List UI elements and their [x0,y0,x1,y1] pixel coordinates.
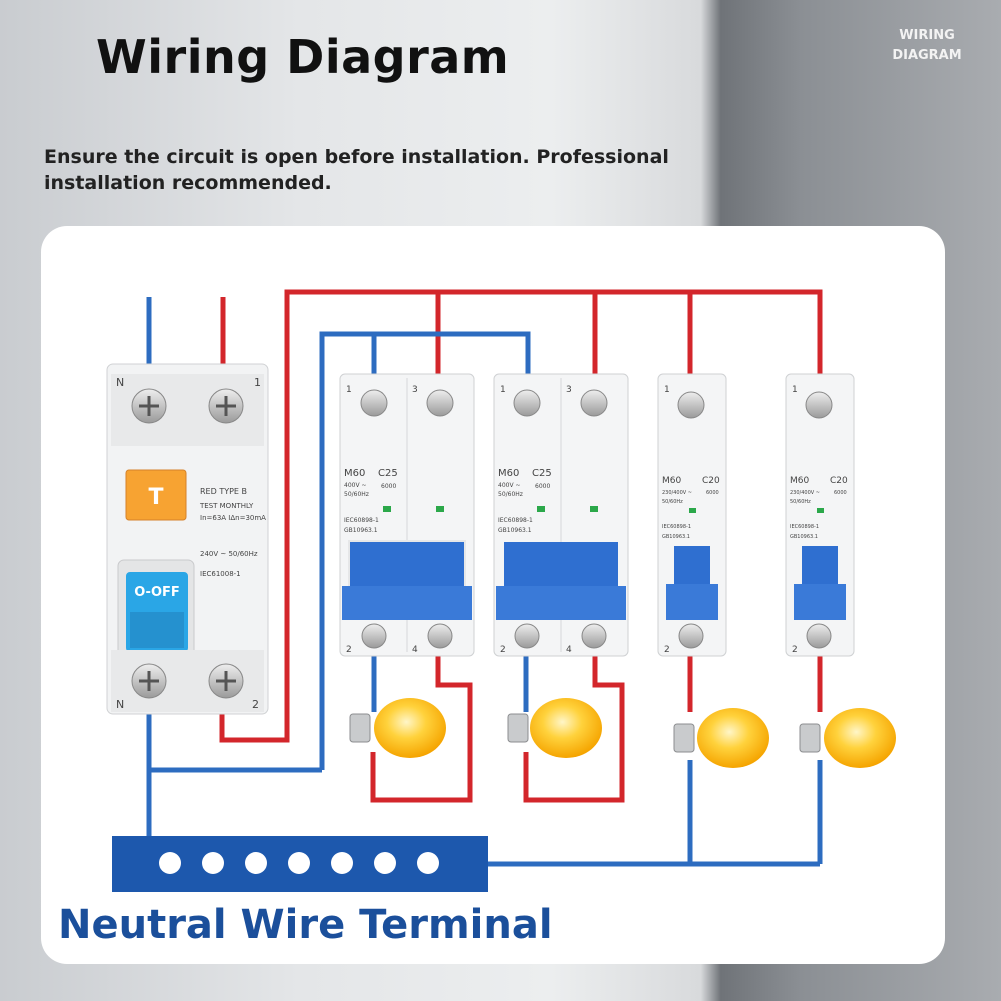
breaker-3-screw-2 [678,623,704,649]
breaker-4: 1 M60 C20 230/400V ~ 50/60Hz 6000 IEC608… [785,373,855,657]
neutral-bus-wire [319,331,531,770]
breaker-3-freq: 50/60Hz [662,499,683,505]
live-wires [219,289,823,803]
rcd-switch-label: O-OFF [134,585,180,600]
breaker-2-screw-4 [581,623,607,649]
breaker-2-capacity: 6000 [535,483,550,490]
terminal-hole-3 [245,852,267,874]
rcd-terminal-2-bottom: 2 [252,698,259,711]
rcd-label-voltage: 240V ~ 50/60Hz [200,550,258,558]
terminal-hole-6 [374,852,396,874]
neutral-wire-terminal-label: Neutral Wire Terminal [58,902,553,948]
breaker-4-std1: IEC60898-1 [790,524,819,530]
breaker-3-terminal-1: 1 [664,385,670,395]
breaker-2-curve: C25 [532,468,552,479]
breaker-2: 1 3 M60 C25 400V ~ 50/60Hz 6000 IEC60898… [493,373,629,657]
rcd-test-button[interactable] [125,469,187,521]
notice-line1: Ensure the circuit is open before instal… [44,146,669,168]
breaker-1-terminal-1: 1 [346,385,352,395]
neutral-wires [146,297,823,867]
breaker-1-std1: IEC60898-1 [344,517,379,524]
breaker-2-std2: GB10963.1 [498,527,532,534]
breaker-2-terminal-2: 2 [500,645,506,655]
breaker-3-capacity: 6000 [706,490,719,496]
breaker-3-std1: IEC60898-1 [662,524,691,530]
breaker-1-freq: 50/60Hz [344,491,369,498]
breaker-1-screw-2 [361,623,387,649]
rcd-label-type: RED TYPE B [200,487,247,496]
breaker-2-terminal-4: 4 [566,645,572,655]
rcd-device: N 1 T RED TYPE B TEST MONTHLY In=63A IΔn… [106,363,269,715]
terminal-hole-7 [417,852,439,874]
breaker-2-screw-1 [513,389,541,417]
breaker-4-model: M60 [790,476,809,486]
breaker-3-model: M60 [662,476,681,486]
breaker-2-model: M60 [498,468,519,479]
breaker-4-curve: C20 [830,476,848,486]
breaker-2-screw-2 [514,623,540,649]
terminal-hole-2 [202,852,224,874]
bulb-2 [507,698,602,758]
corner-label-line2: DIAGRAM [892,48,962,63]
live-return-b2 [523,650,625,803]
breaker-1: 1 3 M60 C25 400V ~ 50/60Hz 6000 IEC60898… [339,373,475,657]
breaker-1-screw-3 [426,389,454,417]
breaker-4-freq: 50/60Hz [790,499,811,505]
breaker-2-screw-3 [580,389,608,417]
breaker-4-terminal-1: 1 [792,385,798,395]
breaker-1-std2: GB10963.1 [344,527,378,534]
live-rcd-output-wire [219,289,823,743]
breaker-2-freq: 50/60Hz [498,491,523,498]
neutral-terminal-bar [112,836,488,892]
breaker-3: 1 M60 C20 230/400V ~ 50/60Hz 6000 IEC608… [657,373,727,657]
breaker-3-voltage: 230/400V ~ [662,490,692,496]
terminal-hole-4 [288,852,310,874]
breaker-2-voltage: 400V ~ [498,482,521,489]
rcd-label-ratings: In=63A IΔn=30mA [200,514,266,522]
notice-line2: installation recommended. [44,172,332,194]
breaker-2-std1: IEC60898-1 [498,517,533,524]
breaker-3-screw-1 [677,391,705,419]
breaker-4-voltage: 230/400V ~ [790,490,820,496]
breaker-1-voltage: 400V ~ [344,482,367,489]
terminal-hole-1 [159,852,181,874]
corner-label: WIRING DIAGRAM [872,26,982,66]
bulb-1 [349,698,446,758]
rcd-terminal-1-top: 1 [254,376,261,389]
breaker-4-std2: GB10963.1 [790,534,818,540]
breaker-4-capacity: 6000 [834,490,847,496]
breaker-1-screw-1 [360,389,388,417]
breaker-3-terminal-2: 2 [664,645,670,655]
terminal-hole-5 [331,852,353,874]
breaker-1-curve: C25 [378,468,398,479]
breaker-3-curve: C20 [702,476,720,486]
installation-notice: Ensure the circuit is open before instal… [44,144,724,196]
breaker-2-terminal-3: 3 [566,385,572,395]
breaker-1-terminal-3: 3 [412,385,418,395]
rcd-label-test: TEST MONTHLY [199,502,254,510]
bulb-3 [673,708,769,768]
page-title: Wiring Diagram [96,30,510,84]
breaker-1-screw-4 [427,623,453,649]
breaker-4-screw-1 [805,391,833,419]
breaker-1-terminal-4: 4 [412,645,418,655]
live-return-b1 [370,650,473,803]
breaker-2-terminal-1: 1 [500,385,506,395]
breaker-3-std2: GB10963.1 [662,534,690,540]
breaker-1-model: M60 [344,468,365,479]
breaker-1-terminal-2: 2 [346,645,352,655]
breaker-4-screw-2 [806,623,832,649]
rcd-terminal-n-top: N [116,376,124,389]
corner-label-line1: WIRING [899,28,955,43]
rcd-terminal-n-bottom: N [116,698,124,711]
bulb-4 [799,708,896,768]
breaker-4-terminal-2: 2 [792,645,798,655]
breaker-1-capacity: 6000 [381,483,396,490]
rcd-test-button-label: T [148,485,163,510]
rcd-label-standard: IEC61008-1 [200,570,241,578]
